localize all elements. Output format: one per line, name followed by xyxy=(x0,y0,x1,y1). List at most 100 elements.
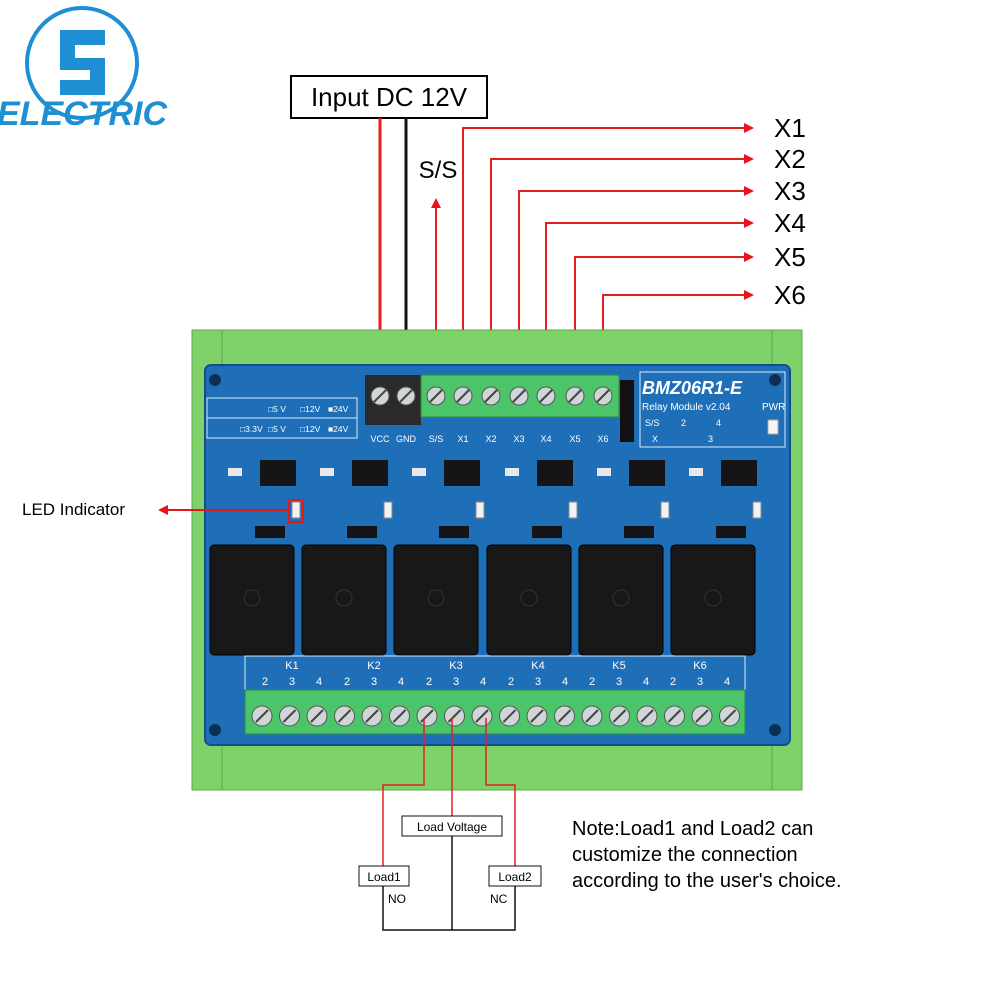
output-screw-slot xyxy=(447,709,462,723)
smd-component xyxy=(505,468,519,476)
relay-mark xyxy=(335,589,353,607)
load2-box xyxy=(488,865,542,887)
voltage-row2-opt2: □5 V xyxy=(268,424,286,434)
optocoupler-chip xyxy=(260,460,296,486)
voltage-row2-opt1: □3.3V xyxy=(240,424,263,434)
output-screw-slot xyxy=(585,709,599,723)
output-wire-x2 xyxy=(490,154,754,395)
input-screw-slot xyxy=(429,389,443,403)
relay-label-strip xyxy=(244,655,746,691)
input-screw-slot xyxy=(484,389,498,403)
load2-wire xyxy=(485,718,516,866)
output-screw-slot xyxy=(640,709,654,723)
relay-mark xyxy=(612,589,630,607)
relay-label-k2: K2 xyxy=(367,660,380,672)
status-led xyxy=(568,501,578,519)
output-label-x4: X4 xyxy=(774,208,806,238)
relay-pin-label: 3 xyxy=(289,676,295,688)
terminal-label-x1: X1 xyxy=(457,434,468,444)
relay-label-k1: K1 xyxy=(285,660,298,672)
voltage-select: □5 V □12V ■24V □3.3V □5 V □12V ■24V xyxy=(206,397,358,439)
relay-mark xyxy=(704,589,722,607)
input-screw-slot xyxy=(596,389,610,403)
relay-pin-label: 2 xyxy=(589,676,595,688)
output-screw-slot xyxy=(557,709,572,723)
input-screw-slot xyxy=(568,389,582,403)
output-screw-slot xyxy=(337,709,352,723)
voltage-row2-opt3: □12V xyxy=(300,424,321,434)
output-screw-slot xyxy=(502,709,517,723)
output-screw-slot xyxy=(310,709,324,723)
relay-pin-label: 2 xyxy=(262,676,268,688)
load1-label: Load1 xyxy=(367,870,401,884)
relay-k5 xyxy=(578,544,664,656)
terminal-label-vcc: VCC xyxy=(370,434,390,444)
voltage-row1-opt3: ■24V xyxy=(328,404,349,414)
relay-k3 xyxy=(393,544,479,656)
relay-pin-label: 3 xyxy=(371,676,377,688)
brand-logo: ELECTRIC xyxy=(0,6,167,133)
din-rail-bottom xyxy=(191,744,803,791)
load-voltage-label: Load Voltage xyxy=(417,820,487,834)
power-input-box xyxy=(290,75,488,119)
smd-component xyxy=(689,468,703,476)
optocoupler-chip xyxy=(629,460,665,486)
din-rail-top xyxy=(191,329,803,369)
logo-s-glyph xyxy=(60,30,105,95)
relay-label-k4: K4 xyxy=(531,660,544,672)
relay-pin-label: 4 xyxy=(643,676,649,688)
output-label-x3: X3 xyxy=(774,176,806,206)
load1-wire xyxy=(382,718,425,866)
mount-hole-tl xyxy=(209,374,221,386)
output-screw-slot xyxy=(612,709,627,723)
status-led xyxy=(383,501,393,519)
transistor xyxy=(255,526,285,538)
output-screw-slot xyxy=(282,709,297,723)
transistor xyxy=(347,526,377,538)
input-screw-slot xyxy=(512,389,526,403)
relay-mark xyxy=(520,589,538,607)
optocoupler-chip xyxy=(537,460,573,486)
relay-pin-label: 3 xyxy=(697,676,703,688)
transistor xyxy=(624,526,654,538)
output-screw-slot xyxy=(365,709,379,723)
note-line1: Note:Load1 and Load2 can xyxy=(572,818,813,840)
relay-pin-label: 2 xyxy=(508,676,514,688)
legend-pin2: 2 xyxy=(681,418,686,428)
transistor xyxy=(532,526,562,538)
output-label-x6: X6 xyxy=(774,280,806,310)
legend-x: X xyxy=(652,434,658,444)
no-label: NO xyxy=(388,892,406,906)
model-name: BMZ06R1-E xyxy=(642,378,743,398)
relay-k4 xyxy=(486,544,572,656)
relay-pin-label: 4 xyxy=(562,676,568,688)
output-screw-slot xyxy=(392,709,407,723)
ss-label: S/S xyxy=(419,157,458,184)
relay-pin-label: 4 xyxy=(480,676,486,688)
optocoupler-chip xyxy=(352,460,388,486)
status-led xyxy=(752,501,762,519)
voltage-row2-opt4: ■24V xyxy=(328,424,349,434)
optocoupler-chip xyxy=(721,460,757,486)
input-screw-slot xyxy=(539,389,553,403)
note-line2: customize the connection xyxy=(572,844,798,866)
output-screw-slot xyxy=(255,709,269,723)
pwr-led xyxy=(767,419,779,435)
terminal-label-gnd: GND xyxy=(396,434,417,444)
relay-mark xyxy=(243,589,261,607)
return-wire-right xyxy=(452,886,516,931)
load-voltage-box xyxy=(401,815,503,837)
relay-pin-label: 4 xyxy=(398,676,404,688)
power-input-label: Input DC 12V xyxy=(311,82,468,112)
output-wire-x3 xyxy=(518,186,754,395)
status-led xyxy=(291,501,301,519)
optocoupler-chip xyxy=(444,460,480,486)
relay-pin-label: 3 xyxy=(453,676,459,688)
relay-pin-label: 4 xyxy=(316,676,322,688)
input-screw-slot xyxy=(399,389,413,403)
output-screw-slot xyxy=(695,709,709,723)
smd-component xyxy=(228,468,242,476)
output-screw-slot xyxy=(420,709,434,723)
relay-label-k5: K5 xyxy=(612,660,625,672)
